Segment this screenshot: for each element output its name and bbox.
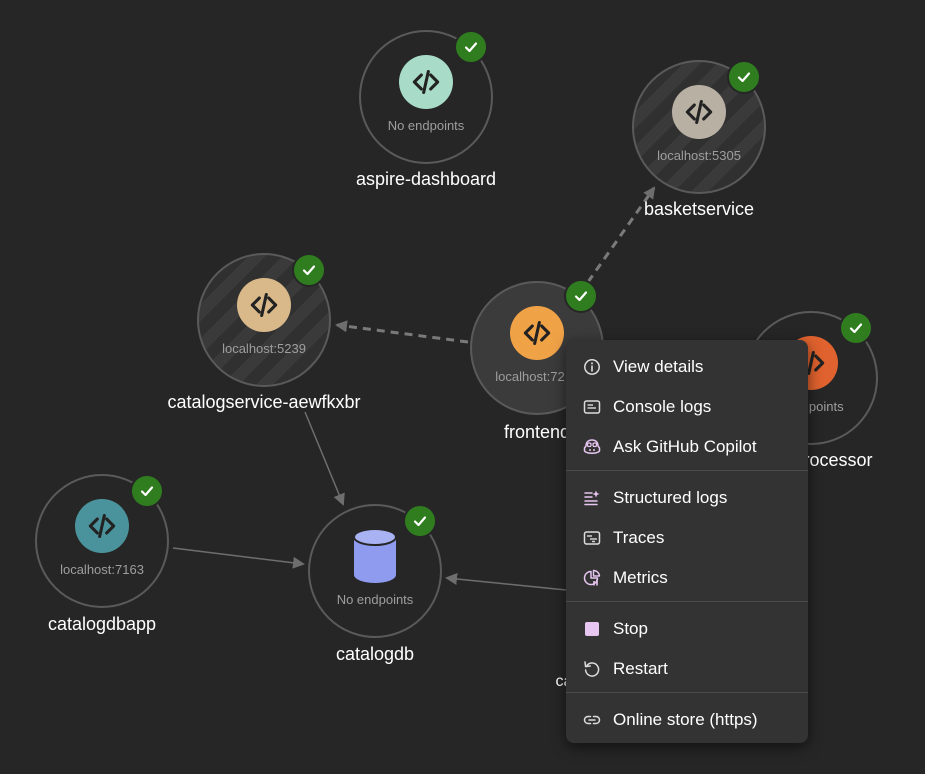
menu-item-structured-logs[interactable]: Structured logs [566, 480, 808, 516]
node-endpoint: localhost:7163 [60, 562, 144, 577]
code-icon [510, 306, 564, 360]
stop-icon [585, 622, 599, 636]
edge-frontend-catalogservice [335, 320, 469, 344]
menu-item-restart[interactable]: Restart [566, 651, 808, 687]
node-label-orderprocessor: rocessor [803, 450, 873, 470]
node-endpoint: No endpoints [387, 118, 465, 133]
traces-icon [583, 531, 601, 545]
menu-item-label: Console logs [613, 397, 712, 416]
node-basketservice[interactable]: localhost:5305 [632, 60, 766, 194]
menu-item-view-details[interactable]: View details [566, 349, 808, 385]
edge-partial-catalogdb [445, 573, 567, 591]
node-catalogdbapp[interactable]: localhost:7163 [35, 474, 169, 608]
menu-item-label: Restart [613, 659, 668, 678]
edge-catalogservice-catalogdb [304, 411, 345, 506]
metrics-icon [583, 569, 601, 586]
menu-item-label: Stop [613, 619, 648, 638]
edge-frontend-basketservice [586, 186, 656, 283]
check-icon [403, 504, 437, 538]
code-icon [399, 55, 453, 109]
node-endpoint: localhost:5305 [657, 148, 741, 163]
menu-item-console-logs[interactable]: Console logs [566, 389, 808, 425]
menu-item-label: Structured logs [613, 488, 728, 507]
console-icon [583, 400, 601, 414]
node-endpoint: localhost:5239 [222, 341, 306, 356]
check-icon [292, 253, 326, 287]
menu-separator [566, 601, 808, 602]
node-endpoint: No endpoints [336, 592, 414, 607]
menu-item-stop[interactable]: Stop [566, 611, 808, 647]
menu-item-label: Traces [613, 528, 665, 547]
menu-item-label: Online store (https) [613, 710, 758, 729]
node-catalogservice[interactable]: localhost:5239 [197, 253, 331, 387]
check-icon [454, 30, 488, 64]
menu-item-traces[interactable]: Traces [566, 520, 808, 556]
menu-item-online-store[interactable]: Online store (https) [566, 702, 808, 738]
code-icon [237, 278, 291, 332]
menu-separator [566, 470, 808, 471]
node-label-frontend: frontend [503, 422, 571, 442]
edge-catalogdbapp-catalogdb [172, 547, 305, 569]
menu-separator [566, 692, 808, 693]
node-label-aspire-dashboard: aspire-dashboard [355, 169, 497, 189]
check-icon [130, 474, 164, 508]
check-icon [727, 60, 761, 94]
link-icon [583, 715, 601, 725]
node-label-catalogdbapp: catalogdbapp [47, 614, 157, 634]
info-icon [584, 359, 600, 375]
menu-item-label: View details [613, 357, 704, 376]
copilot-icon [583, 439, 601, 454]
structured-logs-icon [584, 490, 600, 506]
restart-icon [584, 661, 600, 677]
node-label-catalogservice: catalogservice-aewfkxbr [167, 392, 361, 412]
node-aspire-dashboard[interactable]: No endpoints [359, 30, 493, 164]
menu-item-label: Ask GitHub Copilot [613, 437, 757, 456]
code-icon [672, 85, 726, 139]
database-icon [353, 528, 397, 583]
context-menu: View details Console logs Ask GitHub Cop… [566, 340, 808, 743]
node-label-basketservice: basketservice [643, 199, 755, 219]
check-icon [839, 311, 873, 345]
menu-item-ask-copilot[interactable]: Ask GitHub Copilot [566, 429, 808, 465]
code-icon [75, 499, 129, 553]
node-endpoint: localhost:72 [495, 369, 565, 384]
menu-item-metrics[interactable]: Metrics [566, 560, 808, 596]
node-catalogdb[interactable]: No endpoints [308, 504, 442, 638]
check-icon [564, 279, 598, 313]
menu-item-label: Metrics [613, 568, 668, 587]
node-label-catalogdb: catalogdb [335, 644, 415, 664]
